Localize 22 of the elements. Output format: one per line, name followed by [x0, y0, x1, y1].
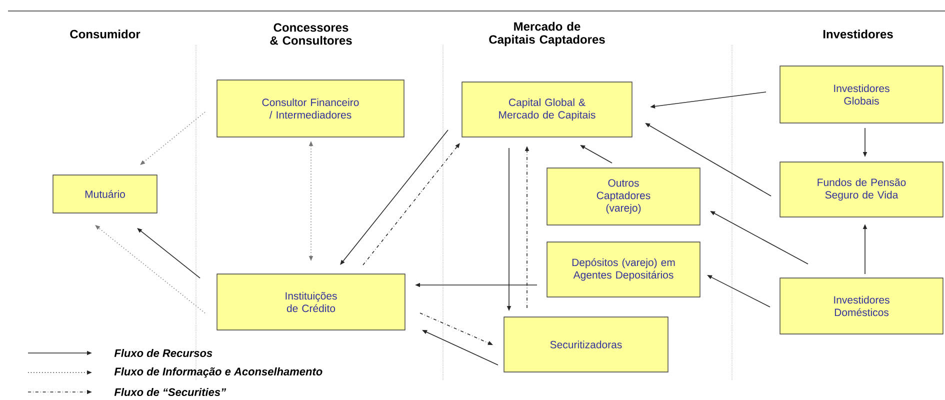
- process-box: Investidores Domésticos: [780, 278, 944, 334]
- arrow: [362, 143, 460, 266]
- process-box: Investidores Globais: [780, 66, 944, 124]
- process-box: Consultor Financeiro / Intermediadores: [216, 80, 404, 138]
- arrow: [140, 112, 206, 165]
- arrow: [137, 228, 200, 278]
- column-heading: Investidores: [823, 30, 893, 38]
- legend-text: Fluxo de “Securities”: [114, 388, 226, 396]
- column-heading: Mercado de Capitais Captadores: [489, 22, 605, 46]
- arrow: [95, 225, 206, 314]
- process-box: Outros Captadores (varejo): [546, 168, 700, 226]
- process-box: Instituições de Crédito: [216, 274, 406, 330]
- column-heading: Consumidor: [70, 30, 140, 38]
- process-box: Fundos de Pensão Seguro de Vida: [780, 162, 944, 218]
- process-box: Capital Global & Mercado de Capitais: [462, 82, 632, 138]
- legend-text: Fluxo de Informação e Aconselhamento: [114, 367, 322, 378]
- legend-text: Fluxo de Recursos: [114, 348, 212, 358]
- process-box: Securitizadoras: [504, 316, 668, 372]
- column-heading: Concessores & Consultores: [270, 23, 352, 45]
- process-box: Mutuário: [52, 174, 158, 214]
- process-box: Depósitos (varejo) em Agentes Depositários: [546, 242, 700, 298]
- arrow: [340, 130, 448, 265]
